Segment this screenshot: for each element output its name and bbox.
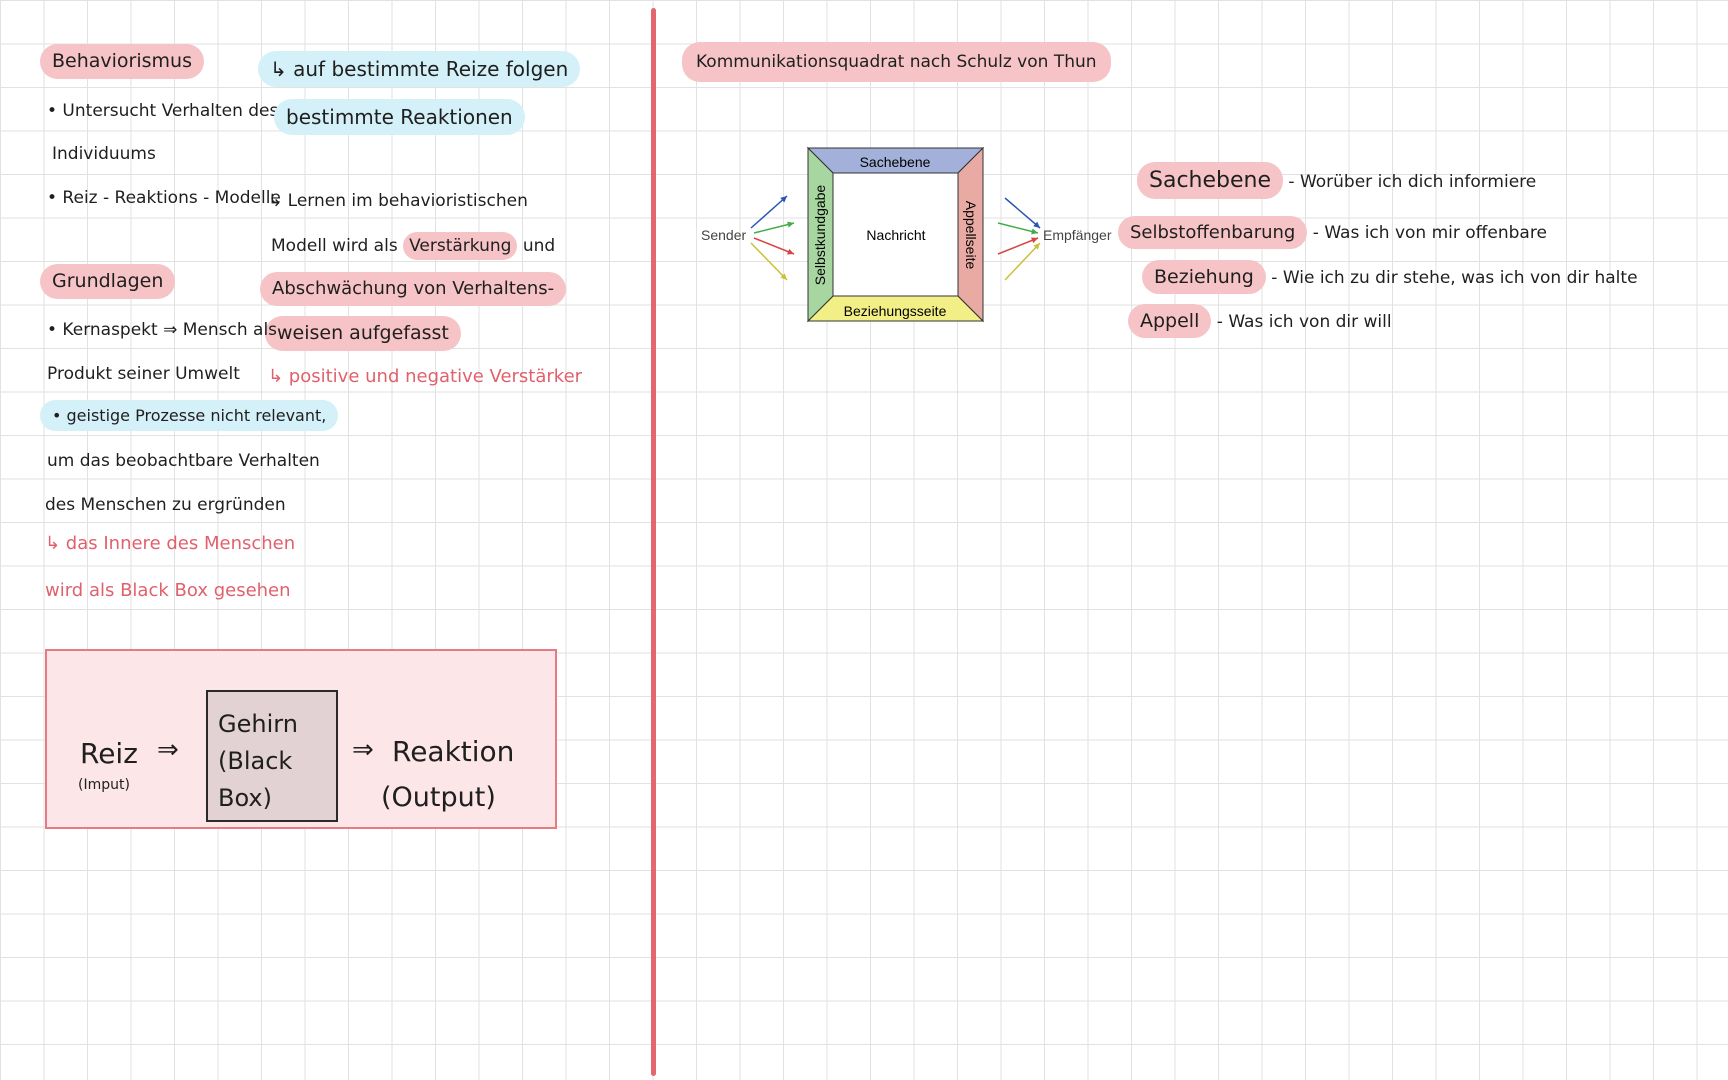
lernen-line-1: ↳ Lernen im behavioristischen — [268, 191, 528, 211]
arrowhead — [1031, 237, 1038, 244]
model-input: (Imput) — [78, 777, 130, 793]
receiver-arrow-red — [997, 237, 1039, 255]
sender-label: Sender — [701, 227, 746, 243]
lernen-line-4: weisen aufgefasst — [265, 316, 461, 351]
sender-arrow-red — [753, 237, 795, 255]
receiver-label: Empfänger — [1043, 227, 1112, 243]
grundlagen-line-4: um das beobachtbare Verhalten — [47, 451, 320, 471]
level-term: Selbstoffenbarung — [1118, 216, 1308, 249]
black-box: Gehirn (Black Box) — [206, 690, 338, 822]
level-term: Beziehung — [1142, 260, 1266, 294]
grundlagen-line-3: • geistige Prozesse nicht relevant, — [40, 400, 339, 432]
sender-arrow-yellow — [750, 242, 788, 281]
lernen-line-2-c: und — [522, 236, 556, 256]
level-term: Appell — [1128, 304, 1212, 338]
receiver-arrow-yellow — [1004, 242, 1041, 281]
level-dash: - — [1312, 223, 1319, 243]
arrowhead — [1033, 221, 1040, 228]
model-output: (Output) — [381, 782, 496, 813]
diagram-left-label: Selbstkundgabe — [812, 185, 828, 286]
receiver-arrow-blue — [1004, 197, 1041, 229]
behaviorismus-bullet-2: • Reiz - Reaktions - Modelle — [47, 188, 281, 208]
behaviorismus-bullet-1: • Untersucht Verhalten des — [47, 101, 279, 121]
black-box-line-3: Box) — [218, 784, 272, 813]
receiver-arrow-green — [997, 222, 1039, 234]
column-divider — [651, 8, 656, 1076]
reaktionen-line: bestimmte Reaktionen — [274, 99, 525, 135]
level-dash: - — [1216, 312, 1223, 332]
model-reaktion: Reaktion — [392, 735, 515, 768]
behaviorismus-bullet-1-cont: Individuums — [52, 144, 156, 164]
black-box-line-1: Gehirn — [218, 710, 298, 738]
sender-arrows — [750, 195, 795, 281]
level-dash: - — [1288, 172, 1295, 192]
arrowhead — [1033, 243, 1040, 250]
sender-arrow-blue — [750, 195, 788, 229]
grundlagen-line-1: • Kernaspekt ⇒ Mensch als — [47, 320, 278, 340]
black-box-line-2: (Black — [218, 747, 293, 776]
model-arrow-1: ⇒ — [157, 735, 179, 765]
diagram-bottom-label: Beziehungsseite — [844, 303, 947, 319]
sender-arrow-green — [753, 222, 795, 234]
level-description: Worüber ich dich informiere — [1299, 172, 1537, 192]
arrowhead — [780, 196, 787, 203]
arrowhead — [780, 273, 787, 280]
level-term: Sachebene — [1137, 162, 1283, 199]
kommunikation-title: Kommunikationsquadrat nach Schulz von Th… — [682, 42, 1111, 83]
lernen-line-2-a: Modell wird als — [271, 236, 398, 256]
model-reiz: Reiz — [80, 737, 138, 770]
grundlagen-line-2: Produkt seiner Umwelt — [47, 364, 240, 384]
verstaerker-note: ↳ positive und negative Verstärker — [268, 366, 583, 387]
diagram-center-label: Nachricht — [866, 227, 925, 243]
level-selbstoffenbarung: Selbstoffenbarung - Was ich von mir offe… — [1118, 216, 1547, 249]
arrowhead — [787, 221, 794, 228]
arrowhead — [1031, 228, 1038, 235]
lernen-line-2: Modell wird als Verstärkung und — [271, 232, 556, 260]
diagram-right-label: Appellseite — [963, 201, 979, 270]
level-description: Was ich von dir will — [1228, 312, 1392, 332]
grundlagen-line-5: des Menschen zu ergründen — [45, 495, 286, 515]
lernen-line-3: Abschwächung von Verhaltens- — [260, 272, 567, 306]
grundlagen-line-6: ↳ das Innere des Menschen — [45, 533, 296, 554]
grundlagen-line-7: wird als Black Box gesehen — [45, 580, 291, 601]
model-arrow-2: ⇒ — [352, 735, 374, 765]
reiz-reaktion-model: Reiz (Imput) ⇒ Gehirn (Black Box) ⇒ Reak… — [45, 649, 557, 829]
reiz-folgen-line: ↳ auf bestimmte Reize folgen — [258, 51, 581, 87]
behaviorismus-heading: Behaviorismus — [40, 44, 204, 79]
level-sachebene: Sachebene - Worüber ich dich informiere — [1137, 162, 1537, 199]
arrowhead — [787, 248, 794, 255]
communication-square-diagram: Sachebene Beziehungsseite Selbstkundgabe… — [701, 146, 1112, 323]
verstaerkung-highlight: Verstärkung — [403, 232, 518, 260]
level-beziehung: Beziehung - Wie ich zu dir stehe, was ic… — [1142, 260, 1638, 294]
level-dash: - — [1271, 268, 1278, 288]
square-center — [832, 172, 959, 297]
level-description: Wie ich zu dir stehe, was ich von dir ha… — [1282, 268, 1638, 288]
receiver-arrows — [997, 197, 1041, 281]
diagram-top-label: Sachebene — [860, 154, 931, 170]
grundlagen-heading: Grundlagen — [40, 264, 176, 299]
level-description: Was ich von mir offenbare — [1324, 223, 1547, 243]
level-appell: Appell - Was ich von dir will — [1128, 304, 1392, 338]
